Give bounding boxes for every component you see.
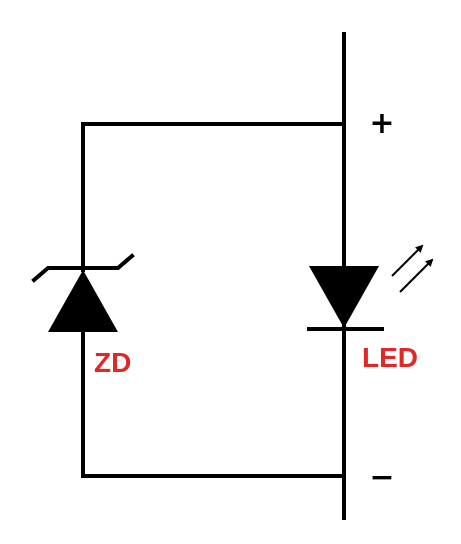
negative-terminal-label: − [369, 460, 394, 495]
zener-label: ZD [94, 347, 131, 378]
led-diode-icon [307, 266, 384, 331]
zener-diode-icon [31, 253, 135, 332]
led-label: LED [362, 342, 418, 373]
light-emission-arrows-icon [391, 244, 434, 293]
positive-terminal-label: + [369, 106, 394, 141]
